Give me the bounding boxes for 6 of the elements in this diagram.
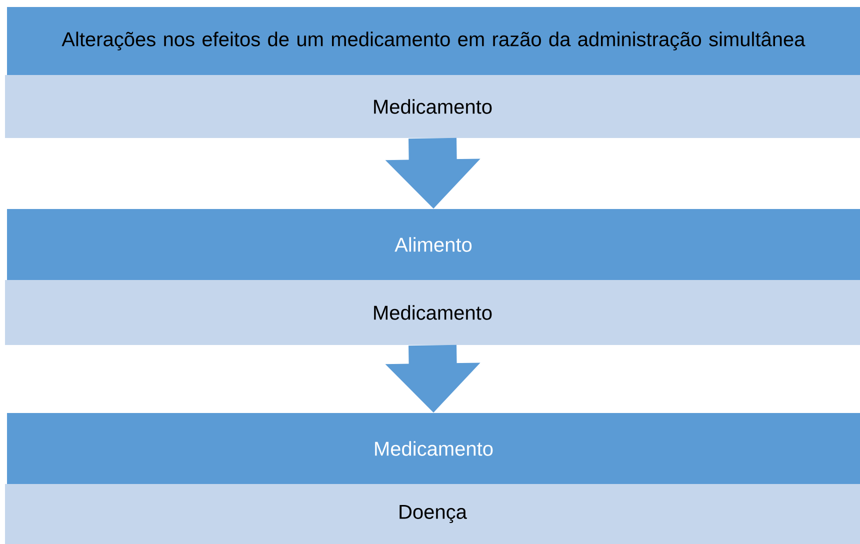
content-band: Medicamento (5, 280, 860, 345)
content-band: Medicamento (5, 75, 860, 138)
header-band: Medicamento (7, 413, 860, 484)
content-band: Doença (5, 484, 860, 544)
header-band: Alimento (7, 209, 860, 280)
header-band: Alterações nos efeitos de um medicamento em razão da administração simultânea (7, 7, 860, 75)
